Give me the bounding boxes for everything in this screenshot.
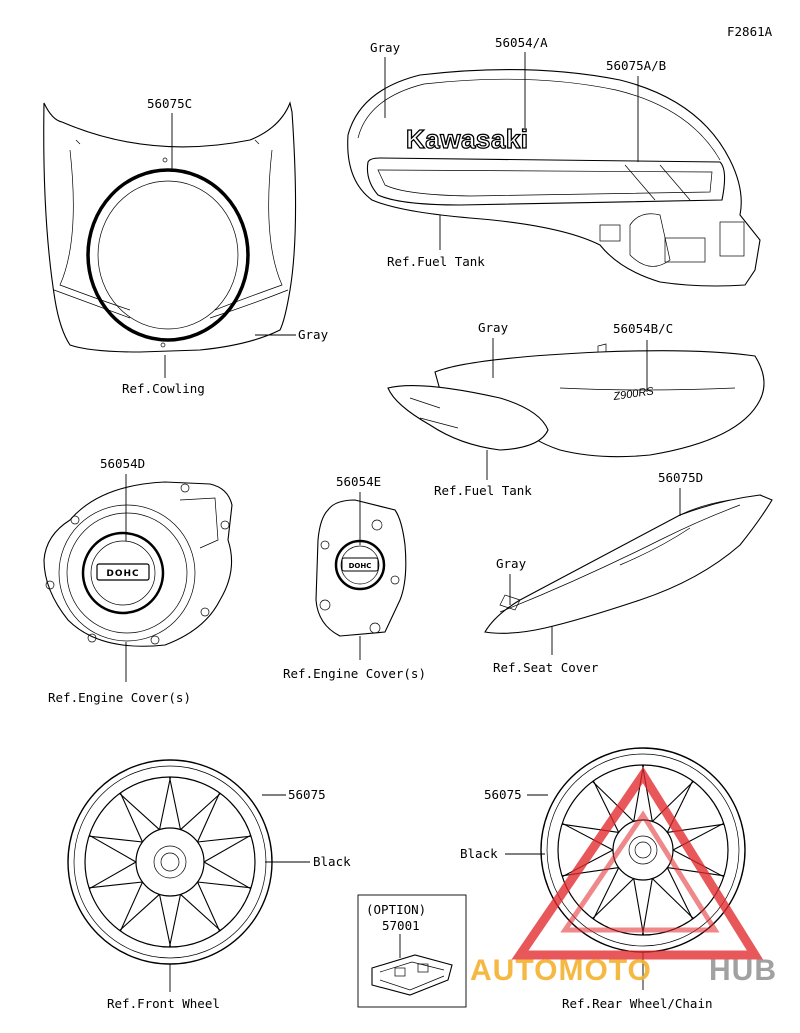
wheel-spoke: [89, 834, 137, 863]
wheel-spoke: [119, 893, 160, 931]
figure-id: F2861A: [727, 24, 773, 39]
ref-seat-cover: Ref.Seat Cover: [493, 660, 599, 675]
fuel-tank-part: Kawasaki: [347, 69, 761, 287]
callout-57001: 57001: [382, 918, 420, 933]
seat-cover-part: [484, 494, 773, 634]
callout-gray-tank: Gray: [370, 40, 401, 55]
wheel-spoke: [119, 792, 144, 843]
engine-cover-left: DOHC: [43, 481, 233, 647]
wheel-spoke: [88, 835, 143, 843]
tank-logo: Kawasaki: [406, 124, 529, 154]
callout-gray-cowling: Gray: [298, 327, 329, 342]
front-wheel-part: [67, 759, 273, 965]
wheel-spoke: [119, 793, 160, 831]
cowling-part: [43, 101, 297, 353]
ref-fuel-tank-1: Ref.Fuel Tank: [387, 254, 485, 269]
callout-gray-side: Gray: [478, 320, 509, 335]
callout-black-front: Black: [313, 854, 351, 869]
watermark-text-hub: HUB: [709, 954, 777, 987]
wheel-spoke: [196, 792, 221, 843]
wheel-spoke: [592, 781, 635, 822]
callout-56075-rear: 56075: [484, 787, 522, 802]
wheel-spoke: [180, 793, 221, 831]
callout-gray-seat: Gray: [496, 556, 527, 571]
callout-56054BC: 56054B/C: [613, 321, 673, 336]
wheel-spoke: [197, 881, 252, 889]
wheel-spoke: [158, 894, 172, 948]
ref-rear-wheel: Ref.Rear Wheel/Chain: [562, 996, 713, 1011]
ref-cowling: Ref.Cowling: [122, 381, 205, 396]
wheel-spoke: [119, 881, 144, 932]
ref-engine-covers-1: Ref.Engine Cover(s): [48, 690, 191, 705]
callout-56054A: 56054/A: [495, 35, 548, 50]
tank-side-part: Z900RS: [387, 343, 765, 458]
watermark-text-auto: AUTOMOTO: [470, 954, 652, 987]
wheel-spoke: [651, 878, 694, 919]
callout-56075D: 56075D: [658, 470, 703, 485]
dohc-badge-2: DOHC: [349, 562, 372, 570]
wheel-spoke: [203, 834, 251, 863]
wheel-spoke: [666, 867, 694, 920]
wheel-spoke: [196, 881, 221, 932]
wheel-spoke: [633, 878, 645, 936]
callout-56075-front: 56075: [288, 787, 326, 802]
dohc-badge-1: DOHC: [106, 569, 139, 579]
wheel-spoke: [203, 861, 251, 890]
callout-56054E: 56054E: [336, 474, 381, 489]
wheel-spoke: [672, 822, 724, 851]
side-logo: Z900RS: [612, 385, 655, 403]
option-label: (OPTION): [366, 902, 426, 917]
callout-56075AB: 56075A/B: [606, 58, 666, 73]
wheel-spoke: [641, 878, 653, 936]
engine-cover-center: DOHC: [315, 499, 407, 637]
callout-56054D: 56054D: [100, 456, 145, 471]
wheel-spoke: [592, 867, 620, 920]
option-box: (OPTION) 57001: [357, 894, 467, 1008]
callout-black-rear: Black: [460, 846, 498, 861]
wheel-spoke: [158, 776, 172, 830]
wheel-spoke: [168, 894, 182, 948]
wheel-spoke: [180, 893, 221, 931]
callout-56075C: 56075C: [147, 96, 192, 111]
watermark-logo: AUTOMOTO HUB: [470, 766, 777, 987]
ref-front-wheel: Ref.Front Wheel: [107, 996, 220, 1011]
wheel-spoke: [88, 881, 143, 889]
wheel-spoke: [562, 822, 614, 851]
wheel-spoke: [168, 776, 182, 830]
wheel-spoke: [651, 781, 694, 822]
wheel-spoke: [197, 835, 252, 843]
ref-engine-covers-2: Ref.Engine Cover(s): [283, 666, 426, 681]
wheel-spoke: [89, 861, 137, 890]
ref-fuel-tank-2: Ref.Fuel Tank: [434, 483, 532, 498]
wheel-spoke: [592, 878, 635, 919]
